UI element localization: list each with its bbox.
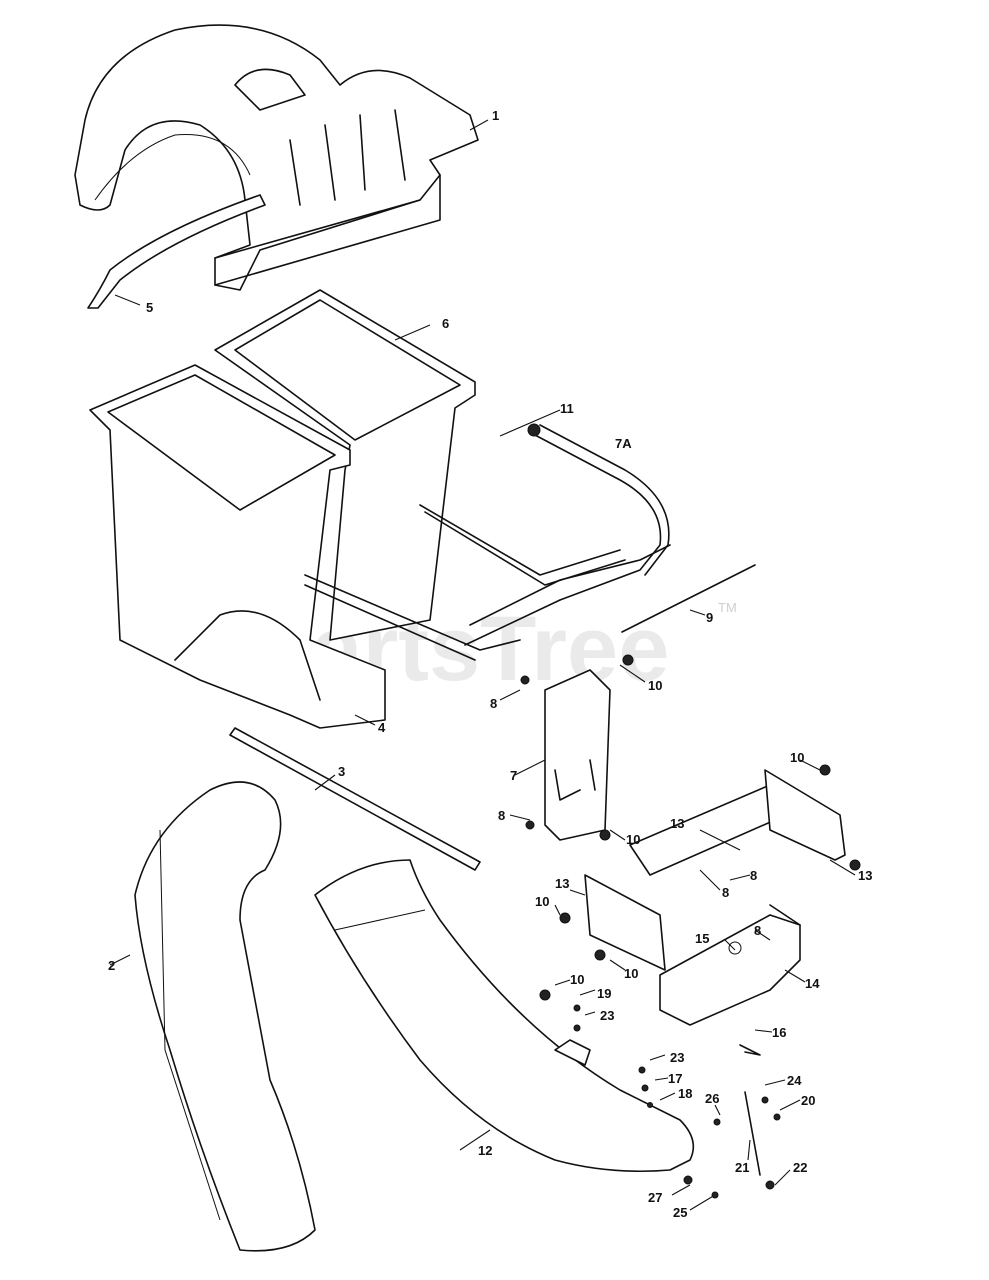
wing-nut-icon — [539, 989, 551, 1001]
callout-16[interactable]: 16 — [772, 1025, 786, 1040]
wing-nut-icon — [599, 829, 611, 841]
callout-26[interactable]: 26 — [705, 1091, 719, 1106]
callout-20[interactable]: 20 — [801, 1093, 815, 1108]
part-bag-left[interactable] — [89, 364, 386, 729]
callout-10-c[interactable]: 10 — [626, 832, 640, 847]
bolt-icon — [520, 675, 530, 685]
callout-13-c[interactable]: 13 — [555, 876, 569, 891]
hairpin-icon — [739, 1044, 761, 1056]
callout-11[interactable]: 11 — [560, 401, 574, 416]
callout-13-a[interactable]: 13 — [670, 816, 684, 831]
clip-icon — [683, 1175, 693, 1185]
callout-9[interactable]: 9 — [706, 610, 713, 625]
callout-21[interactable]: 21 — [735, 1160, 749, 1175]
callout-23-b[interactable]: 23 — [670, 1050, 684, 1065]
wing-nut-icon — [849, 859, 861, 871]
callout-labels: 1 5 6 11 7A 9 10 8 4 3 7 10 13 8 10 13 8… — [108, 108, 872, 1220]
callout-10-e[interactable]: 10 — [624, 966, 638, 981]
callout-3[interactable]: 3 — [338, 764, 345, 779]
callout-7[interactable]: 7 — [510, 768, 517, 783]
wing-nut-icon — [819, 764, 831, 776]
callout-24[interactable]: 24 — [787, 1073, 802, 1088]
wing-nut-icon — [622, 654, 634, 666]
part-rod[interactable] — [621, 564, 756, 633]
bolt-icon — [525, 820, 535, 830]
clip-icon — [773, 1113, 781, 1121]
callout-12[interactable]: 12 — [478, 1143, 492, 1158]
bolt-icon — [713, 1118, 721, 1126]
callout-8-d[interactable]: 8 — [722, 885, 729, 900]
callout-7a[interactable]: 7A — [615, 436, 632, 451]
callout-27[interactable]: 27 — [648, 1190, 662, 1205]
hardware — [520, 654, 861, 1199]
wing-nut-icon — [559, 912, 571, 924]
pin-icon — [728, 941, 742, 955]
wing-nut-icon — [594, 949, 606, 961]
bolt-icon — [641, 1084, 649, 1092]
callout-13-b[interactable]: 13 — [858, 868, 872, 883]
part-strip[interactable] — [229, 727, 481, 871]
callout-19[interactable]: 19 — [597, 986, 611, 1001]
callout-23-a[interactable]: 23 — [600, 1008, 614, 1023]
callout-8-a[interactable]: 8 — [490, 696, 497, 711]
clip-icon — [765, 1180, 775, 1190]
callout-10-a[interactable]: 10 — [648, 678, 662, 693]
callout-8-e[interactable]: 8 — [754, 923, 761, 938]
watermark-tm: TM — [718, 600, 737, 615]
callout-10-b[interactable]: 10 — [790, 750, 804, 765]
washer-icon — [573, 1004, 581, 1012]
pin-icon — [647, 1102, 653, 1108]
callout-8-b[interactable]: 8 — [498, 808, 505, 823]
callout-5[interactable]: 5 — [146, 300, 153, 315]
callout-10-d[interactable]: 10 — [535, 894, 549, 909]
callout-25[interactable]: 25 — [673, 1205, 687, 1220]
callout-8-c[interactable]: 8 — [750, 868, 757, 883]
callout-4[interactable]: 4 — [378, 720, 386, 735]
part-mount-bracket[interactable] — [544, 669, 611, 841]
callout-14[interactable]: 14 — [805, 976, 820, 991]
part-link[interactable] — [744, 1091, 761, 1176]
callout-1[interactable]: 1 — [492, 108, 499, 123]
callout-10-f[interactable]: 10 — [570, 972, 584, 987]
washer-icon — [573, 1024, 581, 1032]
callout-2[interactable]: 2 — [108, 958, 115, 973]
callout-18[interactable]: 18 — [678, 1086, 692, 1101]
callout-15[interactable]: 15 — [695, 931, 709, 946]
part-deflector-strip[interactable] — [87, 194, 266, 309]
callout-17[interactable]: 17 — [668, 1071, 682, 1086]
part-chute-lower[interactable] — [314, 859, 695, 1173]
part-mount-plates[interactable] — [584, 769, 846, 1026]
washer-icon — [761, 1096, 769, 1104]
washer-icon — [638, 1066, 646, 1074]
callout-6[interactable]: 6 — [442, 316, 449, 331]
callout-22[interactable]: 22 — [793, 1160, 807, 1175]
part-bag-frame[interactable] — [304, 423, 671, 661]
screw-icon — [711, 1191, 719, 1199]
part-chute-upper[interactable] — [134, 781, 316, 1252]
nut-icon — [527, 423, 541, 437]
leader-lines — [109, 119, 856, 1211]
part-cover[interactable] — [74, 24, 479, 291]
